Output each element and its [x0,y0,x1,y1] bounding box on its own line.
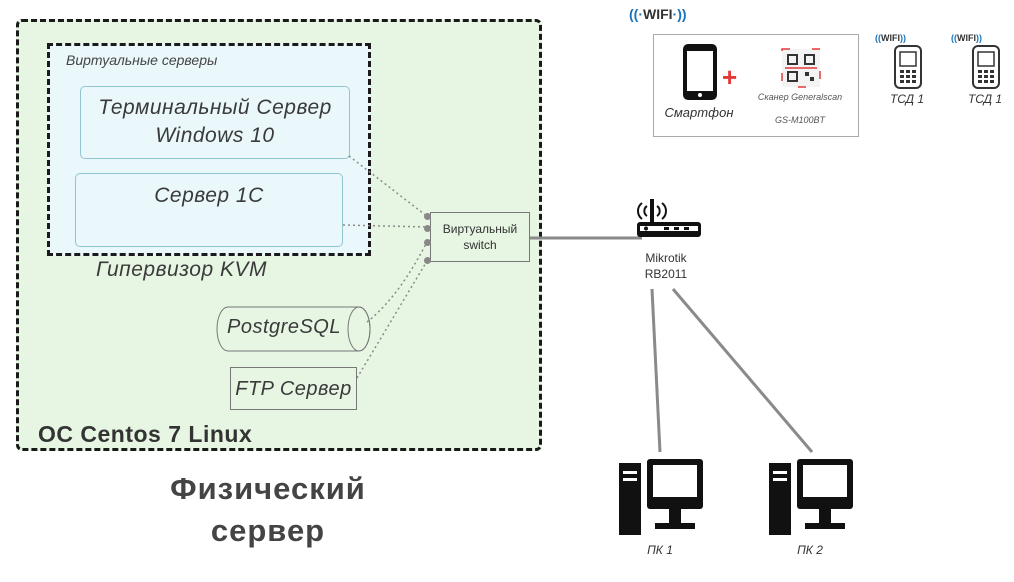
server-1c-box: Сервер 1С [75,173,343,247]
tsd2-icon [972,45,1000,89]
hypervisor-label: Гипервизор KVM [96,258,267,281]
wifi-waves-left-icon: ((· [629,6,643,22]
pc1-label: ПК 1 [647,543,673,557]
smartphone-label: Смартфон [664,105,734,120]
virtual-servers-header: Виртуальные серверы [66,52,218,68]
wifi-small-icon: (( [951,33,957,43]
link-terminal-switch [348,155,429,218]
link-postgres-switch [366,241,428,323]
pc2-label: ПК 2 [797,543,823,557]
terminal-server-line2: Windows 10 [155,124,275,147]
link-ftp-switch [356,260,428,379]
router-label-line1: Mikrotik [645,251,687,265]
wifi-badge-main: ((·WIFI·)) [629,6,687,22]
scanner-icon [781,48,821,88]
wifi-small-icon: )) [900,33,906,43]
wifi-waves-right-icon: ·)) [672,6,687,22]
tsd2-label: ТСД 1 [967,92,1003,106]
switch-port-1 [424,213,431,220]
terminal-server-box: Терминальный Сервер Windows 10 [80,86,350,159]
os-label: ОС Centos 7 Linux [38,421,253,447]
virtual-switch-line2: switch [463,238,497,252]
smartphone-icon [683,44,717,100]
physical-server-title-line2: сервер [210,513,326,548]
pc1-icon [619,459,703,535]
router-icon [637,199,701,237]
tsd1-label: ТСД 1 [889,92,925,106]
postgresql-cylinder [216,306,371,352]
server-1c-label: Сервер 1С [154,184,264,207]
router-label: Mikrotik RB2011 [626,250,706,282]
virtual-switch-line1: Виртуальный [442,222,518,236]
postgresql-label: PostgreSQL [227,316,341,338]
switch-port-4 [424,257,431,264]
switch-port-3 [424,239,431,246]
physical-server-title-line1: Физический [170,471,366,506]
physical-server-title: Физический сервер [138,468,398,552]
wifi-small-icon: )) [976,33,982,43]
virtual-switch-box: Виртуальный switch [430,212,530,262]
switch-port-2 [424,225,431,232]
link-1c-switch [342,224,429,228]
ftp-server-box: FTP Сервер [230,367,357,410]
ftp-server-label: FTP Сервер [235,378,352,400]
scanner-label-line2: GS-M100BT [774,115,825,125]
pc2-icon [769,459,853,535]
scanner-label-line1: Сканер Generalscan [757,92,843,102]
terminal-server-line1: Терминальный Сервер [98,96,332,119]
tsd1-icon [894,45,922,89]
wifi-badge-text: WIFI [643,6,673,22]
plus-sign: + [722,62,738,92]
wifi-badge-tsd2: ((WIFI)) [951,33,982,43]
link-router-pc2 [671,288,814,453]
wifi-badge-tsd1: ((WIFI)) [875,33,906,43]
link-router-pc1 [650,288,662,453]
router-label-line2: RB2011 [644,267,688,281]
wifi-badge-tsd1-text: WIFI [881,33,900,43]
wifi-small-icon: (( [875,33,881,43]
wifi-badge-tsd2-text: WIFI [957,33,976,43]
